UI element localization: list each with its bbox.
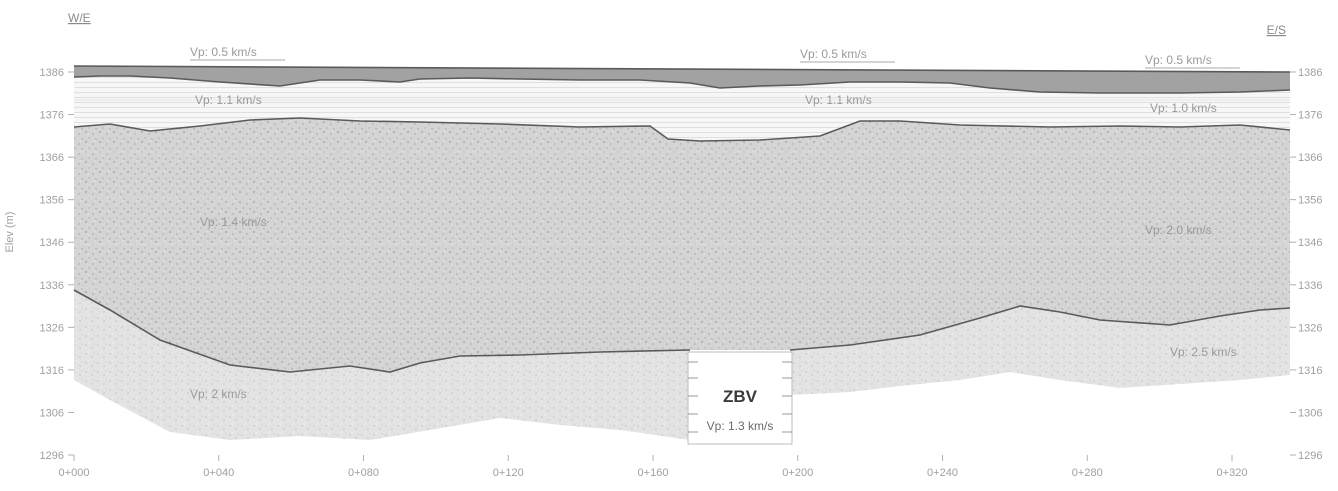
third-layer: [74, 118, 1290, 372]
bottom-layer: [790, 306, 1290, 395]
layer-labels: Vp: 0.5 km/s Vp: 0.5 km/s Vp: 0.5 km/s V…: [190, 45, 1240, 401]
x-tick-label: 0+080: [348, 467, 379, 479]
left-axis-ticks: 1386 1376 1366 1356 1346 1336 1326 1316 1306 1296: [40, 67, 74, 462]
x-tick-label: 0+040: [203, 467, 234, 479]
left-direction-tag: W/E: [68, 11, 91, 25]
second-layer-label: Vp: 1.1 km/s: [195, 93, 262, 107]
right-direction-tag: E/S: [1267, 23, 1286, 37]
y-tick-label-right: 1306: [1298, 407, 1322, 419]
second-layer-base-line: [73, 117, 1291, 142]
x-axis-ticks: 0+000 0+040 0+080 0+120 0+160 0+200 0+240 0+280…: [59, 455, 1248, 479]
zbv-velocity-label: Vp: 1.3 km/s: [707, 419, 774, 433]
y-tick-label-right: 1296: [1298, 450, 1322, 462]
third-layer-label: Vp: 2.0 km/s: [1145, 223, 1212, 237]
y-tick-label-right: 1346: [1298, 237, 1322, 249]
second-layer-label: Vp: 1.1 km/s: [805, 93, 872, 107]
x-tick-label: 0+320: [1217, 467, 1248, 479]
y-tick-label-left: 1366: [40, 152, 64, 164]
third-layer-label: Vp: 1.4 km/s: [200, 215, 267, 229]
third-layer-base-line: [73, 289, 691, 373]
zbv-box: ZBV Vp: 1.3 km/s: [687, 351, 793, 445]
bottom-layer: [74, 290, 690, 440]
bottom-layer-label: Vp: 2 km/s: [190, 387, 247, 401]
top-layer-base-line: [73, 75, 1291, 94]
y-tick-label-left: 1306: [40, 407, 64, 419]
y-tick-label-left: 1326: [40, 322, 64, 334]
x-tick-label: 0+200: [782, 467, 813, 479]
x-tick-label: 0+240: [927, 467, 958, 479]
y-tick-label-left: 1336: [40, 280, 64, 292]
y-tick-label-right: 1376: [1298, 110, 1322, 122]
top-layer-label: Vp: 0.5 km/s: [190, 45, 257, 59]
layer-boundaries: [73, 65, 1291, 373]
x-tick-label: 0+120: [493, 467, 524, 479]
x-tick-label: 0+160: [638, 467, 669, 479]
y-tick-label-left: 1316: [40, 365, 64, 377]
y-axis-label: Elev (m): [4, 212, 16, 253]
y-tick-label-right: 1326: [1298, 322, 1322, 334]
second-layer-label: Vp: 1.0 km/s: [1150, 101, 1217, 115]
y-tick-label-left: 1386: [40, 67, 64, 79]
x-tick-label: 0+280: [1072, 467, 1103, 479]
top-layer-label: Vp: 0.5 km/s: [1145, 53, 1212, 67]
y-tick-label-left: 1346: [40, 237, 64, 249]
y-tick-label-right: 1316: [1298, 365, 1322, 377]
y-tick-label-right: 1386: [1298, 67, 1322, 79]
y-tick-label-right: 1336: [1298, 280, 1322, 292]
right-axis-ticks: 1386 1376 1366 1356 1346 1336 1326 1316 1306 1296: [1290, 67, 1322, 462]
x-tick-label: 0+000: [59, 467, 90, 479]
bottom-layer-label: Vp: 2.5 km/s: [1170, 345, 1237, 359]
third-layer-base-line: [789, 305, 1291, 351]
top-layer-label: Vp: 0.5 km/s: [800, 47, 867, 61]
y-tick-label-right: 1366: [1298, 152, 1322, 164]
zbv-title: ZBV: [723, 387, 758, 406]
second-layer: [74, 74, 1290, 141]
grid: [74, 99, 1290, 327]
y-tick-label-left: 1296: [40, 450, 64, 462]
ground-surface-line: [73, 65, 1291, 73]
y-tick-label-left: 1376: [40, 110, 64, 122]
top-layer: [74, 66, 1290, 93]
y-tick-label-left: 1356: [40, 195, 64, 207]
y-tick-label-right: 1356: [1298, 195, 1322, 207]
